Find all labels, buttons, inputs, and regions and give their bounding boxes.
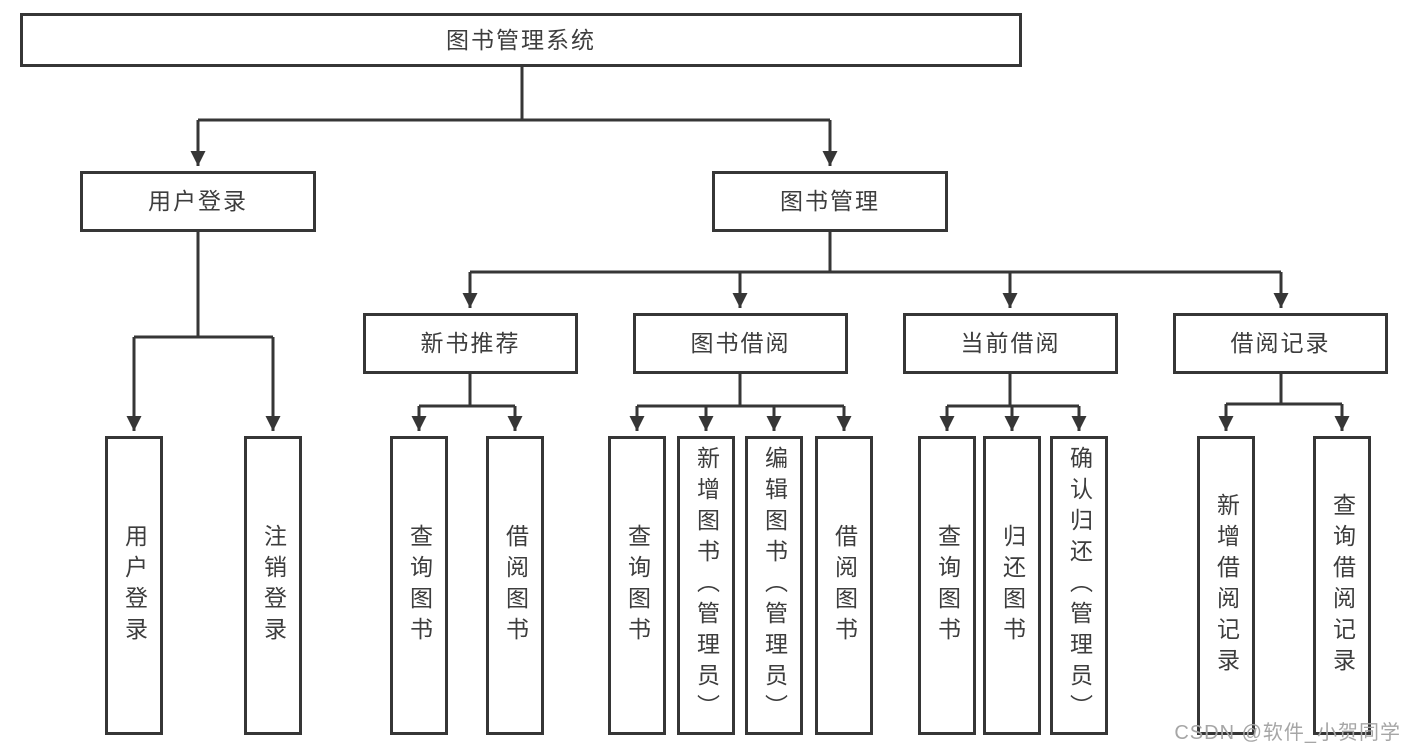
node-label: 图书管理系统 — [446, 26, 596, 53]
node-current-borrowing: 当前借阅 — [903, 313, 1118, 374]
node-user-login: 用户登录 — [80, 171, 316, 232]
node-label: 新增借阅记录 — [1213, 492, 1240, 679]
leaf-add-borrow-record: 新增借阅记录 — [1197, 436, 1255, 735]
node-library-system: 图书管理系统 — [20, 13, 1022, 67]
node-label: 当前借阅 — [960, 330, 1061, 356]
leaf-confirm-return-admin: 确认归还（管理员） — [1050, 436, 1108, 735]
watermark: CSDN @软件_小贺同学 — [1174, 722, 1401, 744]
leaf-edit-books-admin: 编辑图书（管理员） — [745, 436, 803, 735]
leaf-borrow-books-recommend: 借阅图书 — [486, 436, 544, 735]
leaf-user-login: 用户登录 — [105, 436, 163, 735]
node-label: 注销登录 — [260, 523, 287, 648]
node-book-borrowing: 图书借阅 — [633, 313, 848, 374]
leaf-borrow-books-borrowing: 借阅图书 — [815, 436, 873, 735]
leaf-return-books: 归还图书 — [983, 436, 1041, 735]
node-label: 编辑图书（管理员） — [761, 446, 788, 725]
node-label: 用户登录 — [148, 188, 248, 214]
node-book-management: 图书管理 — [712, 171, 948, 232]
node-label: 归还图书 — [999, 523, 1026, 648]
node-label: 查询借阅记录 — [1329, 492, 1356, 679]
node-label: 确认归还（管理员） — [1066, 446, 1093, 725]
node-borrowing-records: 借阅记录 — [1173, 313, 1388, 374]
node-label: 查询图书 — [934, 523, 961, 648]
leaf-search-borrow-record: 查询借阅记录 — [1313, 436, 1371, 735]
leaf-logout-login: 注销登录 — [244, 436, 302, 735]
node-label: 查询图书 — [406, 523, 433, 648]
leaf-add-books-admin: 新增图书（管理员） — [677, 436, 735, 735]
leaf-search-books-current: 查询图书 — [918, 436, 976, 735]
node-label: 查询图书 — [624, 523, 651, 648]
node-label: 借阅图书 — [831, 523, 858, 648]
leaf-search-books-recommend: 查询图书 — [390, 436, 448, 735]
node-label: 新增图书（管理员） — [693, 446, 720, 725]
node-new-book-recommendation: 新书推荐 — [363, 313, 578, 374]
node-label: 借阅图书 — [502, 523, 529, 648]
node-label: 图书借阅 — [690, 330, 791, 356]
node-label: 新书推荐 — [420, 330, 521, 356]
node-label: 用户登录 — [121, 523, 148, 648]
node-label: 图书管理 — [780, 188, 880, 214]
node-label: 借阅记录 — [1230, 330, 1331, 356]
leaf-search-books-borrowing: 查询图书 — [608, 436, 666, 735]
